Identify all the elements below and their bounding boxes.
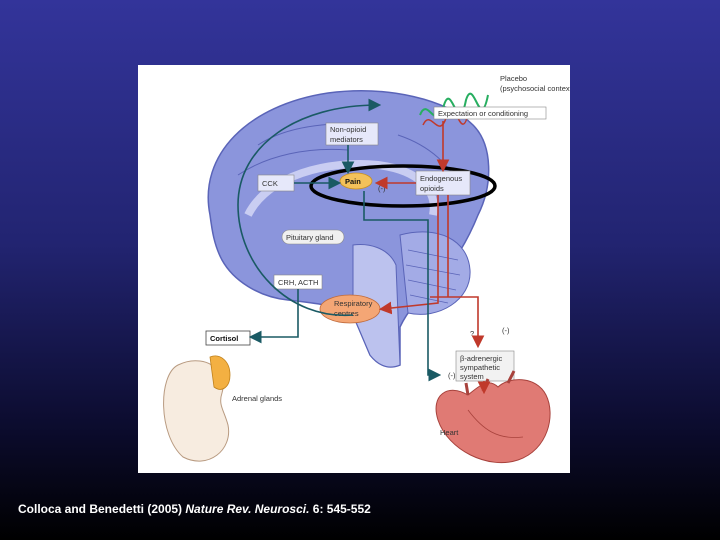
cck-label: CCK — [262, 179, 278, 188]
cortisol-label: Cortisol — [210, 334, 238, 343]
pain-minus: (-) — [378, 184, 386, 193]
sympathetic-label-1: β-adrenergic — [460, 354, 502, 363]
adrenal-label: Adrenal glands — [232, 394, 282, 403]
minus-heart-label: (-) — [448, 371, 456, 380]
minus-right-label: (-) — [502, 326, 510, 335]
citation-authors: Colloca and Benedetti (2005) — [18, 502, 185, 516]
citation-ref: 6: 545-552 — [309, 502, 370, 516]
endogenous-label-1: Endogenous — [420, 174, 462, 183]
respiratory-label-2: centres — [334, 309, 359, 318]
placebo-label: Placebo — [500, 74, 527, 83]
heart-label: Heart — [440, 428, 459, 437]
pituitary-label: Pituitary gland — [286, 233, 334, 242]
nonopioid-label-1: Non-opioid — [330, 125, 366, 134]
diagram-svg: Non-opioid mediators CCK Pain (-) Endoge… — [138, 65, 570, 473]
brain-diagram-figure: Non-opioid mediators CCK Pain (-) Endoge… — [138, 65, 570, 473]
question-label: ? — [470, 329, 474, 338]
heart-shape — [436, 380, 550, 463]
citation: Colloca and Benedetti (2005) Nature Rev.… — [18, 502, 371, 516]
pain-label: Pain — [345, 177, 361, 186]
sympathetic-label-3: system — [460, 372, 484, 381]
respiratory-label-1: Respiratory — [334, 299, 373, 308]
citation-journal: Nature Rev. Neurosci. — [185, 502, 309, 516]
nonopioid-label-2: mediators — [330, 135, 363, 144]
context-label: (psychosocial context) — [500, 84, 570, 93]
sympathetic-label-2: sympathetic — [460, 363, 500, 372]
crh-label: CRH, ACTH — [278, 278, 318, 287]
expectation-label: Expectation or conditioning — [438, 109, 528, 118]
endogenous-label-2: opioids — [420, 184, 444, 193]
